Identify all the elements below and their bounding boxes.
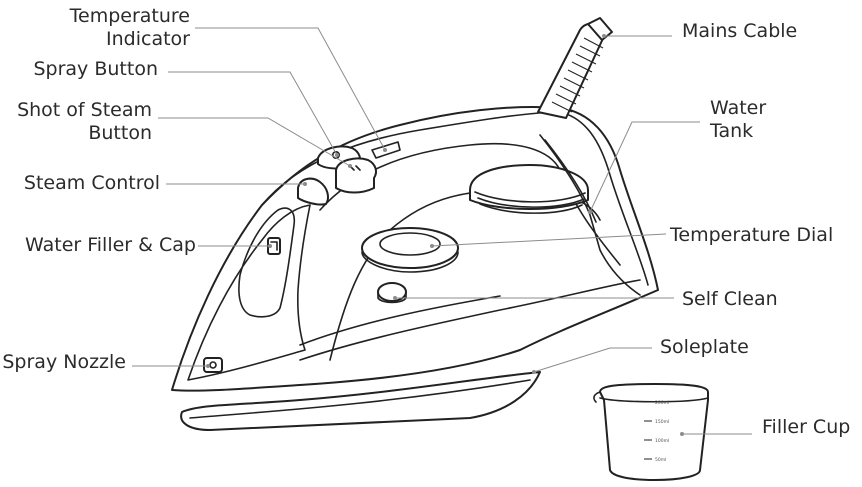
cup-mark-100: 100ml [655, 438, 669, 444]
leader-lines [132, 27, 752, 436]
mains-cable [537, 17, 613, 119]
label-water-tank-line1: Water [710, 97, 766, 119]
label-temperature-dial: Temperature Dial [669, 224, 833, 246]
label-steam-control: Steam Control [24, 172, 160, 194]
filler-cup-illustration: 200ml 150ml 100ml 50ml [593, 383, 709, 481]
label-spray-button: Spray Button [33, 58, 158, 80]
tank-dome [469, 164, 589, 214]
label-water-tank-line2: Tank [709, 120, 753, 142]
label-mains-cable: Mains Cable [682, 20, 797, 42]
cup-mark-200: 200ml [655, 400, 669, 406]
label-spray-nozzle: Spray Nozzle [2, 351, 126, 373]
label-soleplate: Soleplate [660, 336, 749, 358]
label-temperature-indicator-line1: Temperature [69, 5, 190, 27]
soleplate-base [180, 371, 541, 431]
cup-mark-150: 150ml [655, 419, 669, 425]
steam-iron-illustration [171, 17, 659, 431]
label-shot-of-steam-line1: Shot of Steam [17, 99, 152, 121]
top-buttons [317, 145, 377, 194]
label-filler-cup: Filler Cup [762, 416, 850, 438]
cup-mark-50: 50ml [655, 457, 666, 463]
self-clean-button [377, 282, 407, 304]
callout-labels: Temperature Indicator Spray Button Shot … [2, 5, 850, 438]
label-temperature-indicator-line2: Indicator [106, 28, 190, 50]
label-self-clean: Self Clean [682, 288, 778, 310]
spray-nozzle [203, 357, 223, 373]
label-shot-of-steam-line2: Button [88, 122, 152, 144]
front-panel [187, 204, 311, 381]
label-water-filler-cap: Water Filler & Cap [25, 234, 196, 256]
temperature-indicator-lamp [371, 141, 401, 159]
temperature-dial [361, 227, 459, 273]
